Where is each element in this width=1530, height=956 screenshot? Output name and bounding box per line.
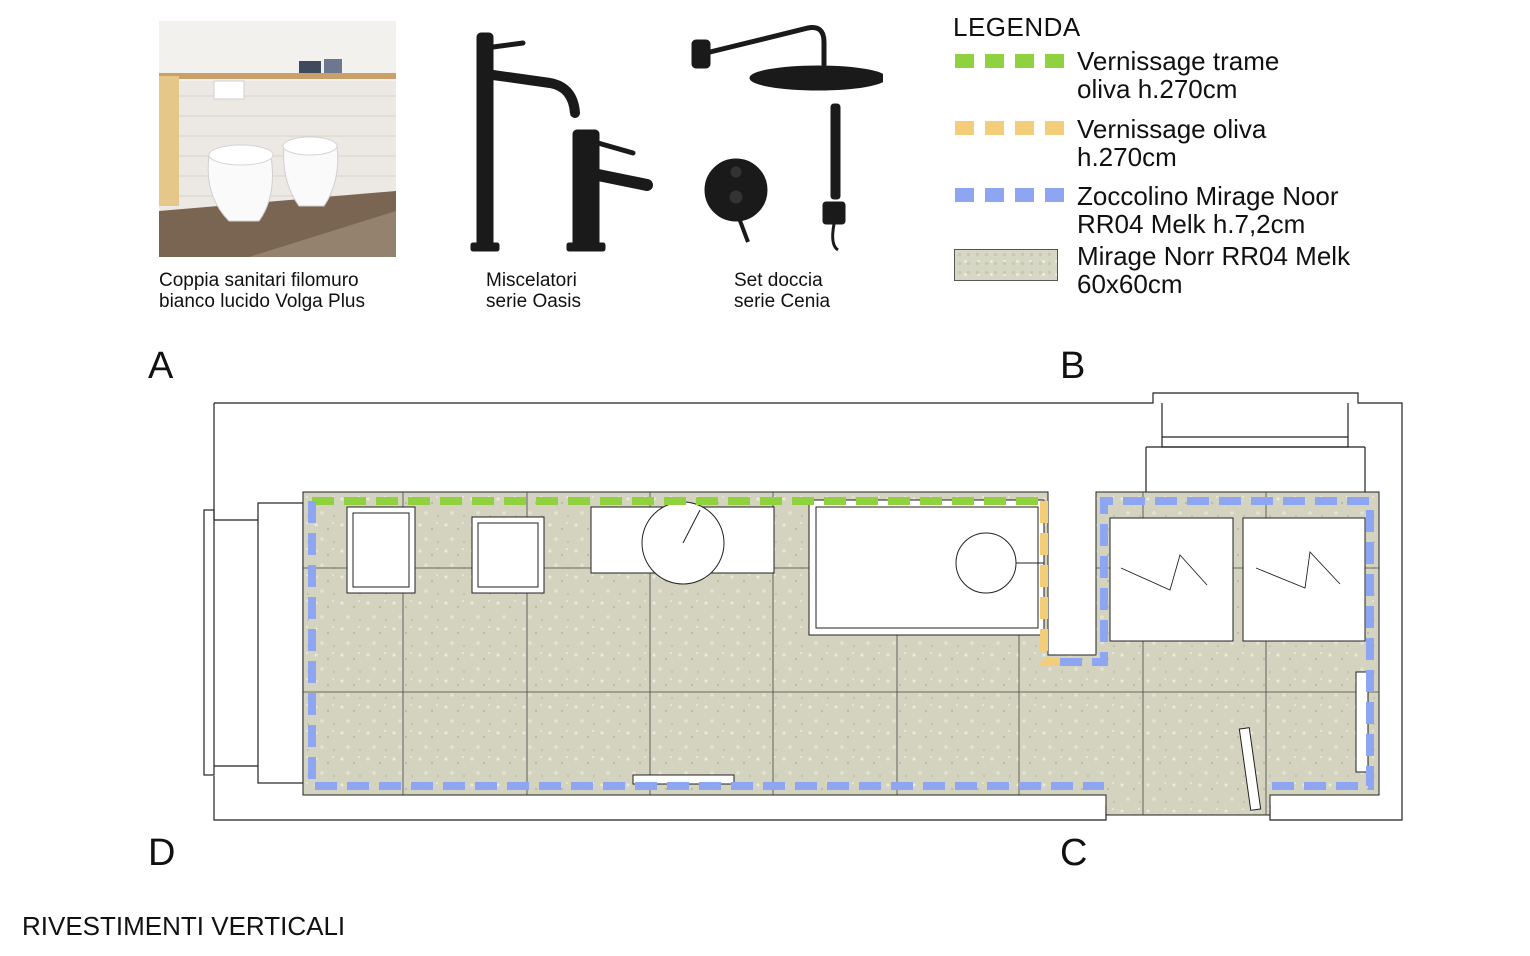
shower-cabinet-left bbox=[1109, 517, 1234, 642]
legend-swatch-zoccolino bbox=[955, 188, 1064, 202]
legend-label-vernissage-oliva: Vernissage oliva h.270cm bbox=[1077, 114, 1267, 172]
shower-set-icon bbox=[688, 20, 883, 255]
shower-cabinet-right bbox=[1242, 517, 1366, 642]
outer-walls bbox=[203, 392, 1403, 821]
bidet bbox=[471, 516, 545, 594]
corner-label-d: D bbox=[148, 832, 176, 874]
legend-swatch-vernissage-oliva bbox=[955, 121, 1064, 135]
washbasin-counter bbox=[590, 506, 775, 574]
mixer-taps-icon bbox=[465, 25, 660, 255]
side-panel bbox=[1355, 671, 1369, 773]
corner-label-b: B bbox=[1060, 345, 1086, 387]
legend-swatch-vernissage-trame bbox=[955, 54, 1064, 68]
line-zoccolino bbox=[308, 501, 1104, 790]
product-caption-miscelatori: Miscelatori serie Oasis bbox=[486, 270, 582, 312]
washbasin bbox=[641, 501, 725, 585]
bathtub-drain bbox=[955, 532, 1017, 594]
product-photo-sanitari bbox=[159, 21, 396, 257]
product-caption-sanitari: Coppia sanitari filomuro bianco lucido V… bbox=[159, 270, 365, 312]
door-leaf bbox=[1238, 727, 1262, 811]
page-title: RIVESTIMENTI VERTICALI bbox=[22, 911, 346, 941]
corner-label-a: A bbox=[148, 345, 174, 387]
fixtures bbox=[346, 499, 1369, 811]
tile-grid bbox=[303, 492, 1379, 815]
legend-label-vernissage-trame: Vernissage trame oliva h.270cm bbox=[1077, 46, 1280, 104]
legend-label-zoccolino: Zoccolino Mirage Noor RR04 Melk h.7,2cm bbox=[1077, 181, 1339, 239]
legend-title: LEGENDA bbox=[953, 12, 1081, 42]
product-caption-doccia: Set doccia serie Cenia bbox=[734, 270, 831, 312]
line-vernissage-oliva bbox=[1040, 501, 1060, 666]
toilet bbox=[346, 506, 416, 594]
tile-area bbox=[302, 491, 1380, 816]
bathtub bbox=[808, 499, 1045, 636]
corner-label-c: C bbox=[1060, 832, 1088, 874]
floor-grate bbox=[632, 774, 735, 785]
line-zoccolino-right bbox=[1060, 497, 1374, 790]
legend-swatch-mirage-tile bbox=[954, 249, 1058, 281]
legend-label-mirage-tile: Mirage Norr RR04 Melk 60x60cm bbox=[1077, 241, 1351, 299]
